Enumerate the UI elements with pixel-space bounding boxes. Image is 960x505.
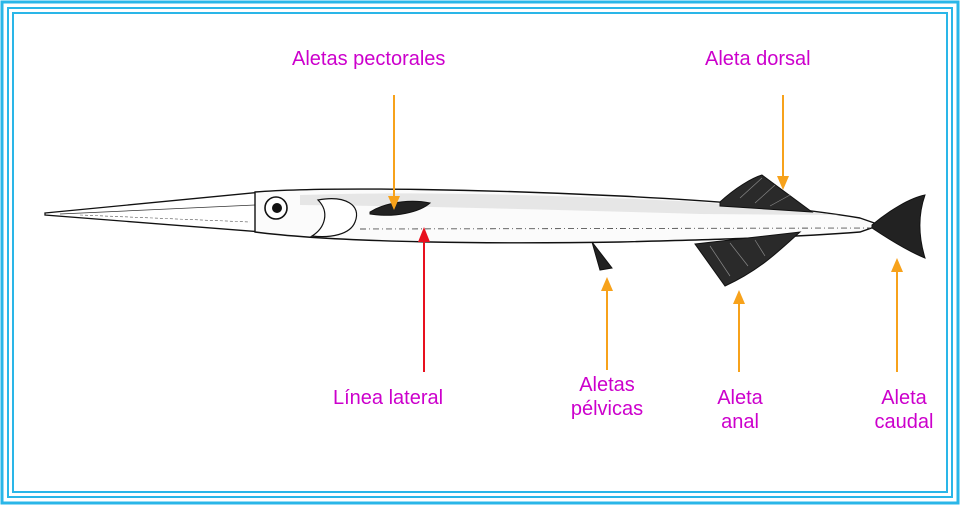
label-aleta-dorsal-text: Aleta dorsal bbox=[705, 47, 811, 71]
label-aletas-pelvicas: Aletas pélvicas bbox=[567, 373, 647, 421]
label-aleta-caudal-line1: Aleta bbox=[868, 386, 940, 410]
label-aletas-pectorales: Aletas pectorales bbox=[292, 47, 445, 71]
label-aleta-dorsal: Aleta dorsal bbox=[705, 47, 811, 71]
label-aleta-anal-line1: Aleta bbox=[704, 386, 776, 410]
label-aleta-caudal: Aleta caudal bbox=[868, 386, 940, 434]
label-aleta-anal-line2: anal bbox=[704, 410, 776, 434]
label-linea-lateral: Línea lateral bbox=[333, 386, 443, 410]
label-aletas-pectorales-text: Aletas pectorales bbox=[292, 47, 445, 71]
label-aleta-anal: Aleta anal bbox=[704, 386, 776, 434]
label-aletas-pelvicas-line1: Aletas bbox=[567, 373, 647, 397]
label-aletas-pelvicas-line2: pélvicas bbox=[567, 397, 647, 421]
needlefish-illustration bbox=[45, 175, 925, 286]
fish-pelvic-fin bbox=[592, 242, 612, 270]
fish-caudal-fin bbox=[872, 195, 925, 258]
label-linea-lateral-text: Línea lateral bbox=[333, 386, 443, 410]
fish-anal-fin bbox=[695, 232, 800, 286]
label-aleta-caudal-line2: caudal bbox=[868, 410, 940, 434]
fish-beak bbox=[45, 192, 262, 232]
